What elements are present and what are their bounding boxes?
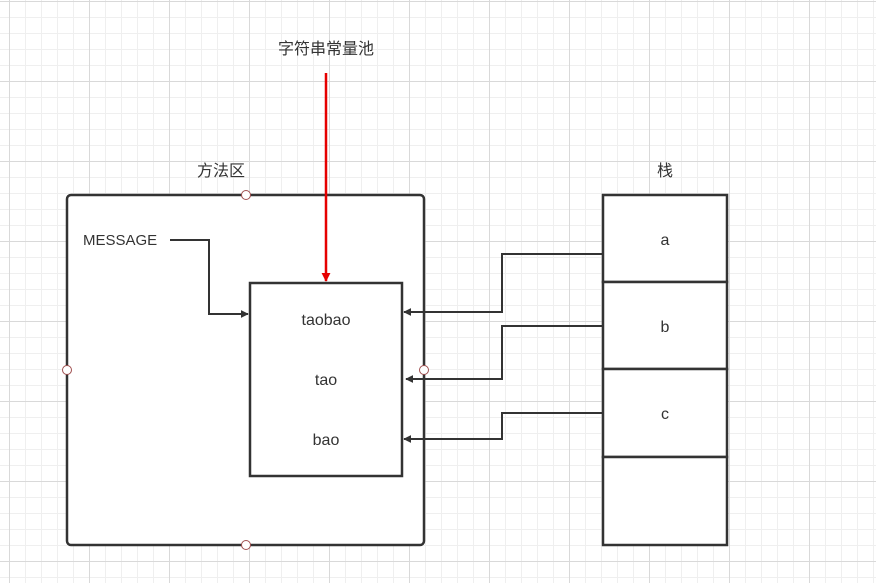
- stack-variable-a: a: [661, 232, 670, 249]
- pool-entry-taobao: taobao: [302, 312, 351, 329]
- stack-variable-b: b: [661, 319, 670, 336]
- stack-cell[interactable]: [601, 280, 729, 371]
- stack-b-reference-arrow[interactable]: [405, 325, 603, 383]
- method-area-handle-top[interactable]: [241, 190, 251, 200]
- string-pool-label: 字符串常量池: [278, 40, 374, 58]
- method-area-handle-bottom[interactable]: [241, 540, 251, 550]
- stack-cell[interactable]: [601, 193, 729, 284]
- method-area-label: 方法区: [197, 162, 245, 180]
- method-area-handle-left[interactable]: [62, 365, 72, 375]
- message-reference-arrow[interactable]: [170, 239, 249, 318]
- message-constant-label: MESSAGE: [83, 232, 157, 249]
- pool-entry-bao: bao: [313, 432, 340, 449]
- stack-c-reference-arrow[interactable]: [403, 412, 603, 443]
- pool-entry-tao: tao: [315, 372, 337, 389]
- stack-variable-c: c: [661, 406, 669, 423]
- string-pool-box[interactable]: [248, 281, 404, 478]
- stack-label: 栈: [657, 162, 673, 180]
- stack-column: [601, 193, 729, 547]
- stack-a-reference-arrow[interactable]: [403, 253, 603, 316]
- stack-cell[interactable]: [601, 455, 729, 547]
- method-area-handle-right[interactable]: [419, 365, 429, 375]
